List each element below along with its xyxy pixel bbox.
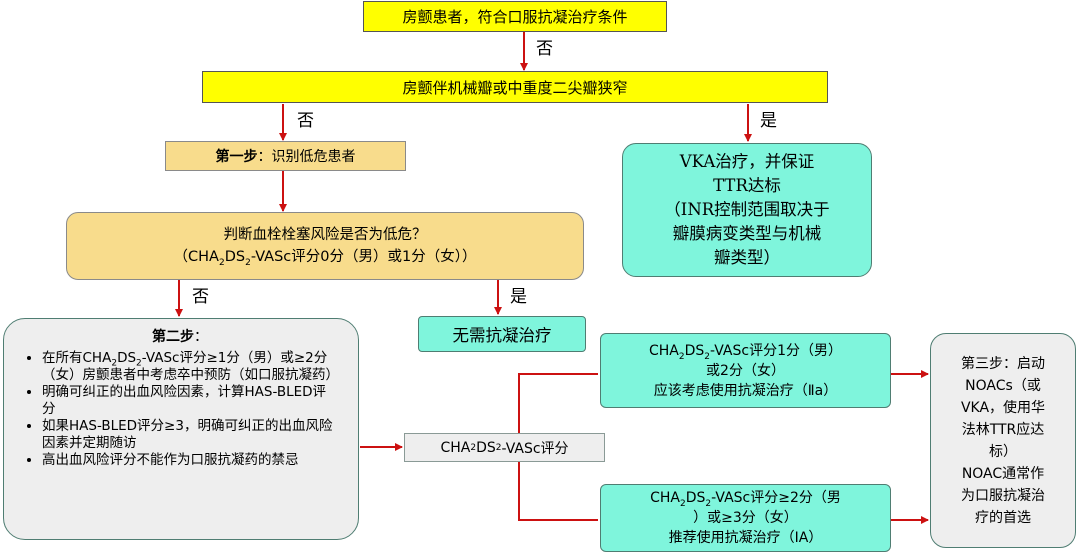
step1-text: ：识别低危患者: [257, 149, 356, 165]
valve-node-text: 房颤伴机械瓣或中重度二尖瓣狭窄: [402, 78, 628, 97]
valve-node: 房颤伴机械瓣或中重度二尖瓣狭窄: [202, 71, 828, 103]
step2-bullet-list: 在所有CHA2DS2-VASc评分≥1分（男）或≥2分（女）房颤患者中考虑卒中预…: [24, 350, 339, 469]
step2-bullet: 高出血风险评分不能作为口服抗凝药的禁忌: [42, 452, 336, 469]
start-node: 房颤患者，符合口服抗凝治疗条件: [363, 1, 667, 32]
risk-judgement-question: 判断血栓栓塞风险是否为低危？: [223, 227, 427, 243]
consider-criteria-male: CHA2DS2-VASc评分1分（男）: [648, 342, 842, 362]
step3-line: 标）: [989, 443, 1017, 460]
edge-label-no: 否: [297, 111, 314, 131]
step3-line: 第三步：启动: [961, 355, 1045, 372]
consider-recommendation: 应该考虑使用抗凝治疗（Ⅱa）: [653, 382, 838, 399]
step3-line: NOAC通常作: [961, 465, 1045, 482]
step2-bullet: 如果HAS-BLED评分≥3，明确可纠正的出血风险因素并定期随访: [42, 418, 336, 452]
recommend-criteria-female: ）或≥3分（女）: [693, 510, 798, 526]
no-anticoagulation-text: 无需抗凝治疗: [452, 326, 552, 345]
connector-score-to-lower: [518, 462, 598, 521]
step3-line: 为口服抗凝治: [961, 487, 1045, 504]
start-node-text: 房颤患者，符合口服抗凝治疗条件: [402, 8, 628, 26]
step3-line: 法林TTR应达: [961, 421, 1045, 438]
step1-node: 第一步：识别低危患者: [165, 141, 406, 171]
vka-line: TTR达标: [713, 176, 781, 195]
step2-title: 第二步：: [152, 329, 208, 345]
vka-node: VKA治疗，并保证 TTR达标 （INR控制范围取决于 瓣膜病变类型与机械 瓣类…: [622, 143, 872, 277]
vka-line: 瓣膜病变类型与机械: [672, 224, 822, 243]
step1-title: 第一步: [215, 149, 258, 165]
vka-line: 瓣类型）: [714, 248, 780, 267]
step3-line: VKA，使用华: [960, 399, 1046, 416]
recommend-anticoagulation-node: CHA2DS2-VASc评分≥2分（男 ）或≥3分（女） 推荐使用抗凝治疗（ⅠA…: [600, 484, 891, 552]
consider-criteria-female: 或2分（女）: [706, 362, 785, 379]
vka-line: VKA治疗，并保证: [679, 152, 815, 171]
step2-bullet: 在所有CHA2DS2-VASc评分≥1分（男）或≥2分（女）房颤患者中考虑卒中预…: [42, 350, 339, 384]
step2-bullet: 明确可纠正的出血风险因素，计算HAS-BLED评分: [42, 384, 336, 418]
edge-label-no: 否: [536, 39, 553, 59]
risk-judgement-node: 判断血栓栓塞风险是否为低危？ （CHA2DS2-VASc评分0分（男）或1分（女…: [66, 212, 584, 280]
recommend-recommendation: 推荐使用抗凝治疗（ⅠA）: [668, 530, 823, 546]
edge-label-no: 否: [192, 287, 209, 307]
step3-node: 第三步：启动 NOACs（或 VKA，使用华 法林TTR应达 标） NOAC通常…: [930, 333, 1076, 548]
edge-label-yes: 是: [510, 287, 527, 307]
step3-line: 疗的首选: [975, 509, 1031, 526]
recommend-criteria-male: CHA2DS2-VASc评分≥2分（男: [650, 490, 841, 509]
risk-judgement-criteria: （CHA2DS2-VASc评分0分（男）或1分（女））: [173, 249, 477, 268]
consider-anticoagulation-node: CHA2DS2-VASc评分1分（男） 或2分（女） 应该考虑使用抗凝治疗（Ⅱa…: [600, 333, 891, 408]
edge-label-yes: 是: [760, 111, 777, 131]
connector-score-to-upper: [518, 373, 598, 433]
vka-line: （INR控制范围取决于: [664, 200, 830, 219]
step2-node: 第二步： 在所有CHA2DS2-VASc评分≥1分（男）或≥2分（女）房颤患者中…: [3, 318, 359, 540]
no-anticoagulation-node: 无需抗凝治疗: [418, 316, 586, 352]
step3-line: NOACs（或: [965, 377, 1041, 394]
